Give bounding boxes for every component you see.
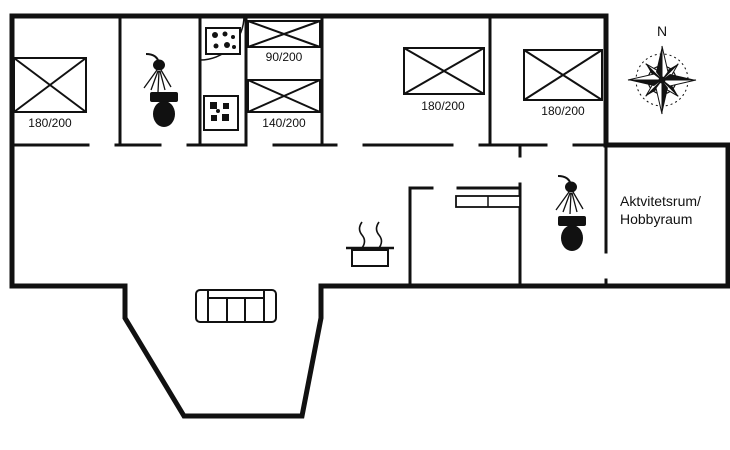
shower-icon: [555, 175, 584, 215]
activity-room-label: Aktvitetsrum/: [620, 193, 701, 209]
hob-icon: [205, 27, 241, 55]
double-bed-icon: [403, 47, 485, 95]
bed-size-label: 180/200: [421, 99, 465, 113]
bed-size-label: 180/200: [541, 104, 585, 118]
double-bed-icon: [13, 57, 87, 113]
shower-icon: [143, 53, 172, 93]
walls: [9, 13, 730, 419]
sofa-icon: [195, 289, 277, 323]
bed-size-label: 90/200: [266, 50, 303, 64]
wardrobe-icon: [455, 195, 521, 208]
bed-size-label: 180/200: [28, 116, 72, 130]
toilet-icon: [150, 92, 178, 127]
double-bed-icon: [523, 49, 603, 101]
single-bed-icon: [247, 20, 321, 48]
interior-walls: [10, 14, 608, 288]
activity-room-label: Hobbyraum: [620, 211, 692, 227]
bed-size-label: 140/200: [262, 116, 306, 130]
toilet-icon: [558, 216, 586, 251]
appliance-icon: [203, 95, 239, 131]
compass-rose-icon: [627, 45, 697, 115]
compass-north-label: N: [657, 23, 667, 39]
double-bed-icon: [247, 79, 321, 113]
cooking-pot-icon: [346, 221, 394, 267]
